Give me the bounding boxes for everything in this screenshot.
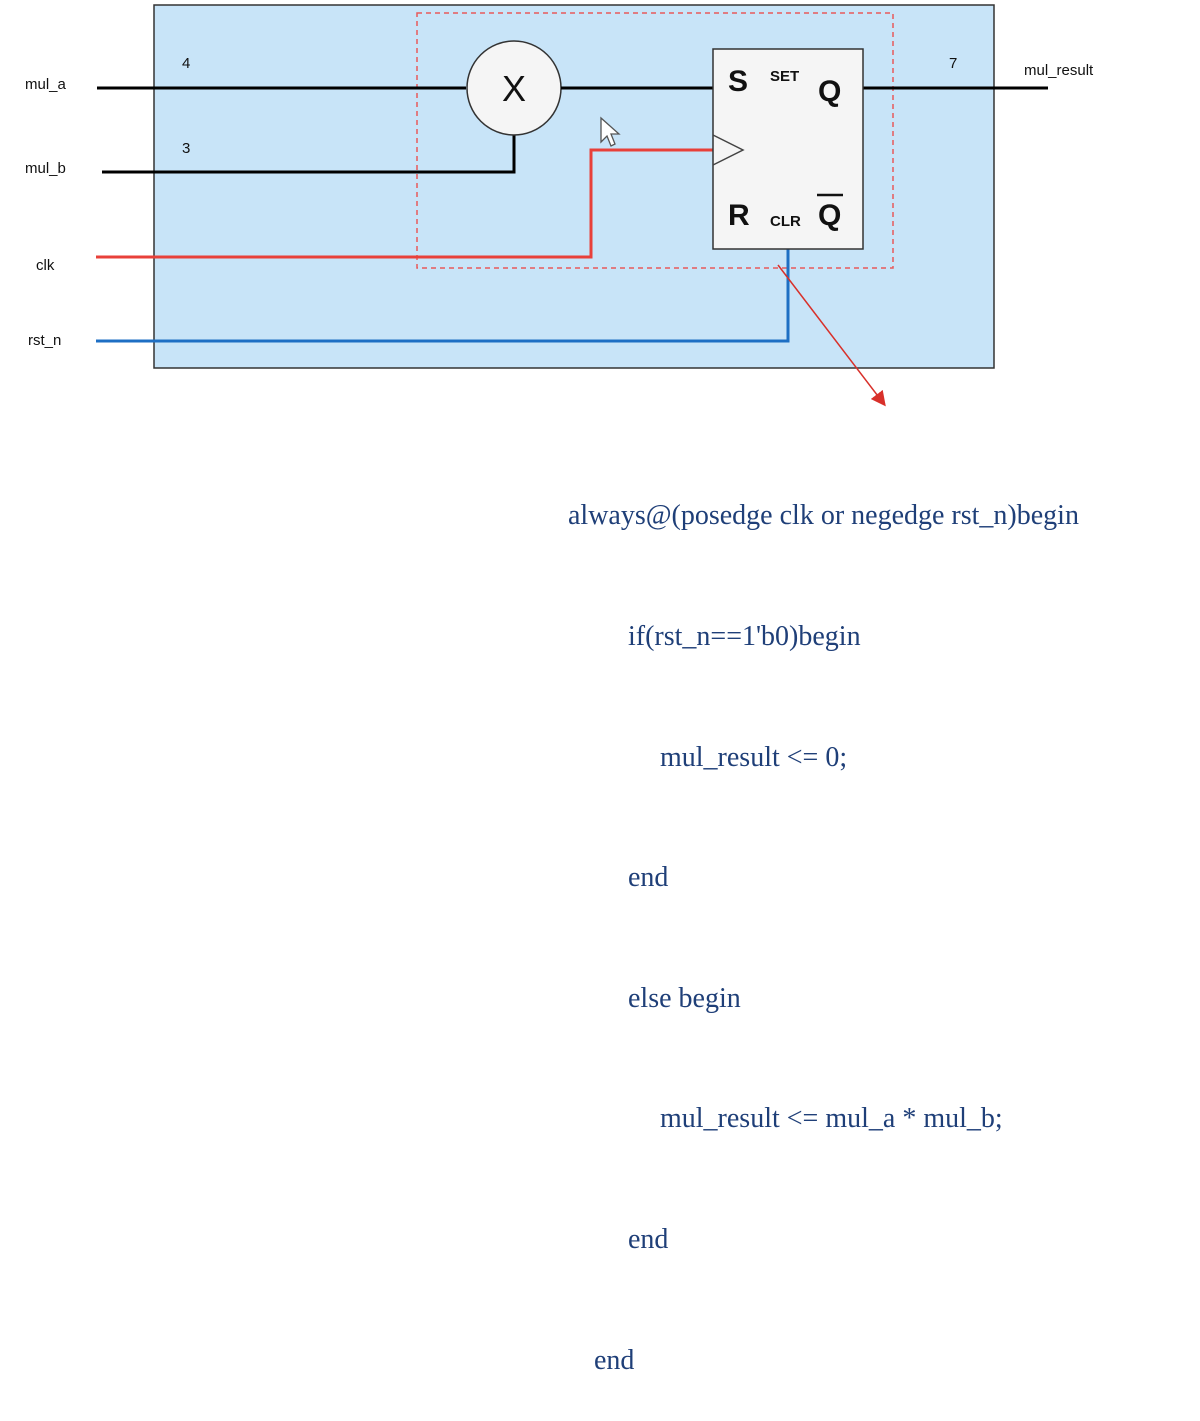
code-line-mul-assign: mul_result <= mul_a * mul_b; xyxy=(660,1103,1003,1135)
code-line-always: always@(posedge clk or negedge rst_n)beg… xyxy=(568,500,1079,532)
flipflop-set-label: SET xyxy=(770,68,799,85)
flipflop-s-pin: S xyxy=(728,65,748,98)
mul-b-label: mul_b xyxy=(25,160,66,177)
clock-pin-triangle xyxy=(712,134,745,166)
code-line-end-else: end xyxy=(628,1223,669,1255)
verilog-code-block: always@(posedge clk or negedge rst_n)beg… xyxy=(568,416,1079,1421)
mul-b-width: 3 xyxy=(182,140,190,157)
flipflop-clr-label: CLR xyxy=(770,213,801,230)
rtl-block-diagram: X S SET Q R CLR Q mul_a mul_b clk rst_n … xyxy=(25,4,1094,407)
annotation-arrow xyxy=(777,264,886,407)
code-line-if: if(rst_n==1'b0)begin xyxy=(628,621,861,652)
rst-n-wire xyxy=(96,249,790,343)
clk-wire xyxy=(96,148,713,259)
code-line-end-if: end xyxy=(628,862,669,894)
rst-n-label: rst_n xyxy=(28,332,61,349)
mul-result-label: mul_result xyxy=(1024,62,1094,79)
multiplier-symbol: X xyxy=(502,68,526,109)
flipflop-box xyxy=(712,48,864,250)
mouse-cursor-icon xyxy=(600,116,621,147)
code-line-end-always: end xyxy=(594,1344,635,1376)
module-block xyxy=(153,4,995,369)
flipflop-r-pin: R xyxy=(728,199,750,232)
mul-b-wire xyxy=(102,135,516,174)
mul-result-width: 7 xyxy=(949,55,957,72)
code-line-reset-assign: mul_result <= 0; xyxy=(660,741,848,773)
mul-a-width: 4 xyxy=(182,55,190,72)
mul-a-label: mul_a xyxy=(25,76,67,93)
flipflop-q-pin: Q xyxy=(818,75,841,108)
register-region-dashed-box xyxy=(416,12,894,269)
flipflop-qbar-pin: Q xyxy=(818,199,841,232)
code-line-else: else begin xyxy=(628,982,741,1014)
clk-label: clk xyxy=(36,257,55,274)
